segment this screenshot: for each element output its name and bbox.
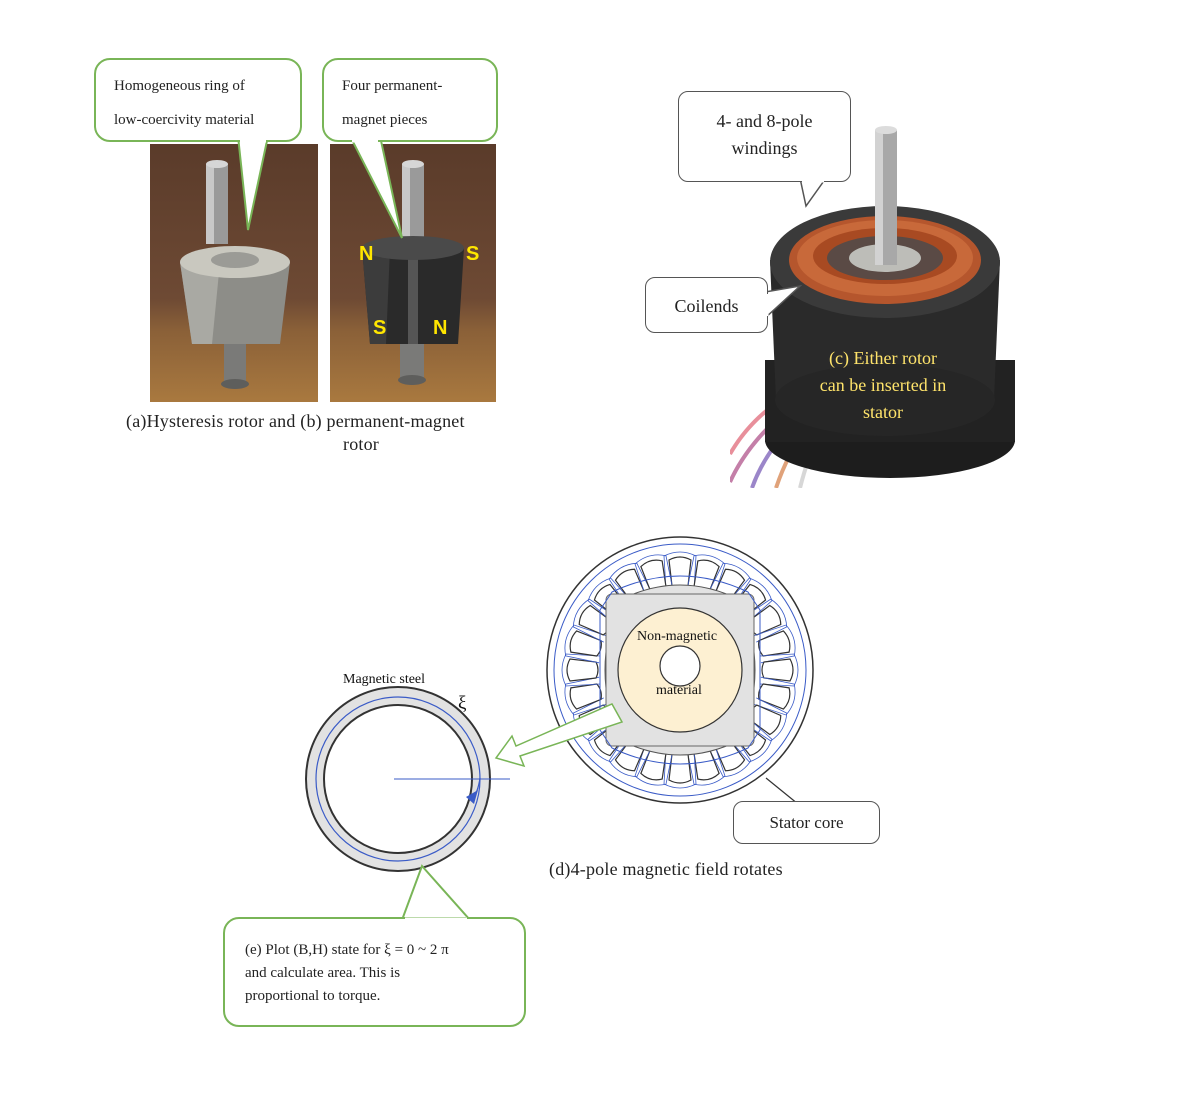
overlay-line3: stator (863, 402, 903, 422)
callout-magnets-line2: magnet pieces (342, 112, 428, 128)
callout-e-line1: (e) Plot (B,H) state for ξ = 0 ~ 2 π (245, 942, 449, 958)
callout-hysteresis-ring: Homogeneous ring of low-coercivity mater… (94, 58, 302, 142)
pole-label-n-top: N (359, 243, 374, 265)
zoom-arrow (494, 703, 624, 768)
callout-permanent-magnets: Four permanent- magnet pieces (322, 58, 498, 142)
stator-slot (634, 554, 674, 597)
center-label-line2: material (656, 683, 702, 698)
callout-magnets-line1: Four permanent- (342, 78, 443, 94)
photo-stator-windings: (c) Either rotor can be inserted in stat… (730, 110, 1030, 488)
stator-slot (564, 624, 607, 664)
pole-label-s-bottom: S (373, 317, 387, 339)
stator-label-pointer (765, 777, 799, 805)
hysteresis-rotor-drawing (180, 160, 290, 389)
center-label-line1: Non-magnetic (637, 629, 718, 644)
stator-outer-field-line (553, 543, 807, 797)
photo-hysteresis-rotor (150, 144, 318, 402)
stator-slot (753, 624, 796, 664)
angle-symbol: ξ (458, 693, 467, 714)
callout-e-line2: and calculate area. This is (245, 965, 401, 981)
shaft-hole (659, 645, 701, 687)
stator-photo-drawing (730, 126, 1015, 488)
callout-coilends-text: Coilends (674, 296, 739, 316)
callout-e-line3: proportional to torque. (245, 988, 381, 1004)
stator-overlay-caption: (c) Either rotor can be inserted in stat… (790, 345, 976, 426)
pole-label-s-top: S (466, 243, 480, 265)
callout-hysteresis-line2: low-coercivity material (114, 112, 255, 128)
stator-slot (561, 653, 601, 687)
stator-core-text: Stator core (769, 813, 844, 832)
callout-windings-line2: windings (731, 138, 798, 158)
caption-4-pole: (d)4-pole magnetic field rotates (549, 859, 783, 879)
stator-slot (564, 676, 607, 716)
overlay-line1: (c) Either rotor (829, 348, 937, 368)
stator-slot (759, 653, 799, 687)
pole-label-n-bottom: N (433, 317, 448, 339)
caption-rotors-line1: (a)Hysteresis rotor and (b) permanent-ma… (126, 411, 465, 431)
callout-windings: 4- and 8-pole windings (678, 91, 851, 182)
caption-rotors-line2: rotor (343, 434, 379, 454)
callout-stator-core: Stator core (733, 801, 880, 844)
photo-permanent-magnet-rotor: N S S N (330, 144, 496, 402)
callout-hysteresis-line1: Homogeneous ring of (114, 78, 245, 94)
ring-label: Magnetic steel (343, 672, 426, 687)
callout-plot-bh: (e) Plot (B,H) state for ξ = 0 ~ 2 π and… (223, 917, 526, 1027)
callout-windings-line1: 4- and 8-pole (716, 111, 813, 131)
stator-slot (686, 554, 726, 597)
rotor-field-line (599, 575, 761, 765)
angle-arrow-head (466, 790, 478, 804)
pm-rotor-drawing (362, 160, 464, 385)
overlay-line2: can be inserted in (819, 375, 947, 395)
callout-coilends: Coilends (645, 277, 768, 333)
